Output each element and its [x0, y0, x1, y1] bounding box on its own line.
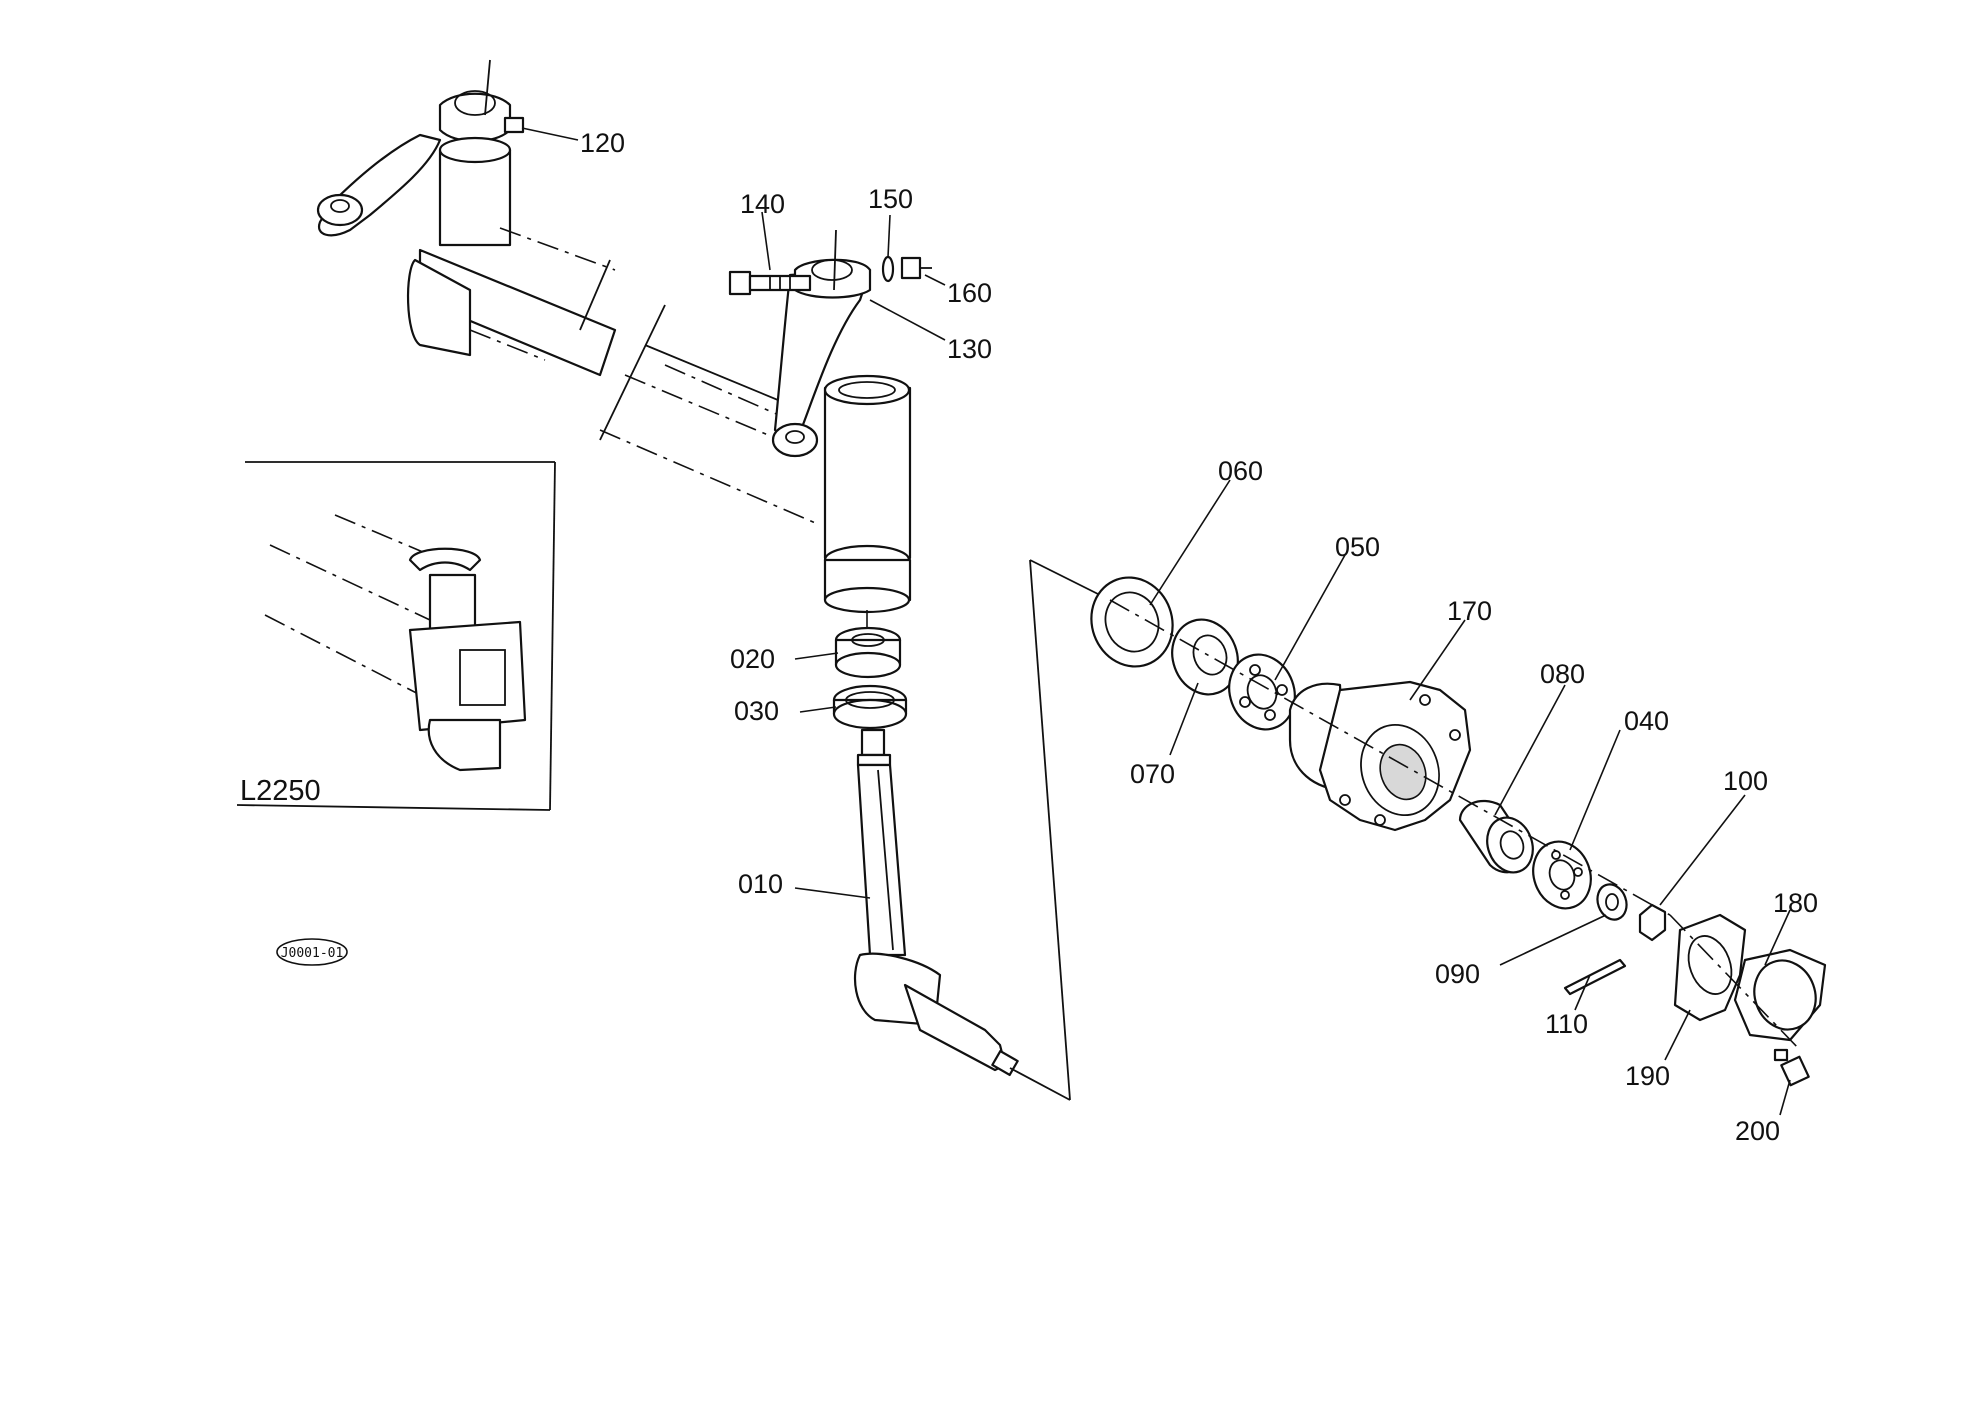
- collar-080: [1458, 799, 1534, 874]
- callout-labels: 120 140 150 160 130 060 050 170 080 040 …: [580, 128, 1818, 1146]
- callout-150: 150: [868, 184, 913, 214]
- inset-model-label: L2250: [240, 775, 321, 807]
- hub-cap-180: [1733, 948, 1827, 1042]
- callout-110: 110: [1545, 1009, 1588, 1039]
- callout-170: 170: [1447, 596, 1492, 626]
- callout-190: 190: [1625, 1061, 1670, 1091]
- washer-090: [1596, 883, 1628, 921]
- grease-nipple-200: [1773, 1048, 1810, 1087]
- gasket-190: [1673, 913, 1747, 1022]
- callout-020: 020: [730, 644, 775, 674]
- inset-l2250: [236, 461, 556, 811]
- callout-080: 080: [1540, 659, 1585, 689]
- bolt-140: [728, 270, 812, 296]
- callout-070: 070: [1130, 759, 1175, 789]
- nut-160: [900, 256, 932, 280]
- washer-150: [881, 255, 895, 283]
- callout-140: 140: [740, 189, 785, 219]
- steering-arm-120: [316, 59, 666, 441]
- knuckle-010: [853, 559, 1111, 1101]
- leader-lines: [521, 127, 1791, 1116]
- knuckle-arm-130: [771, 229, 912, 614]
- callout-180: 180: [1773, 888, 1818, 918]
- callout-030: 030: [734, 696, 779, 726]
- oil-seal-060: [1090, 576, 1174, 668]
- callout-060: 060: [1218, 456, 1263, 486]
- drawing-code: J0001-01: [281, 946, 344, 961]
- callout-040: 040: [1624, 706, 1669, 736]
- callout-050: 050: [1335, 532, 1380, 562]
- callout-100: 100: [1723, 766, 1768, 796]
- callout-200: 200: [1735, 1116, 1780, 1146]
- spacer-070: [1171, 618, 1239, 696]
- hub-170: [1288, 680, 1472, 832]
- cotter-pin-110: [1563, 958, 1627, 996]
- callout-010: 010: [738, 869, 783, 899]
- axle-beam: [599, 344, 821, 526]
- thrust-bearing-020: [834, 610, 902, 679]
- callout-130: 130: [947, 334, 992, 364]
- callout-120: 120: [580, 128, 625, 158]
- callout-090: 090: [1435, 959, 1480, 989]
- oil-seal-030: [832, 684, 908, 730]
- drawing-code-badge: [276, 938, 348, 966]
- callout-160: 160: [947, 278, 992, 308]
- ball-bearing-040: [1532, 840, 1592, 910]
